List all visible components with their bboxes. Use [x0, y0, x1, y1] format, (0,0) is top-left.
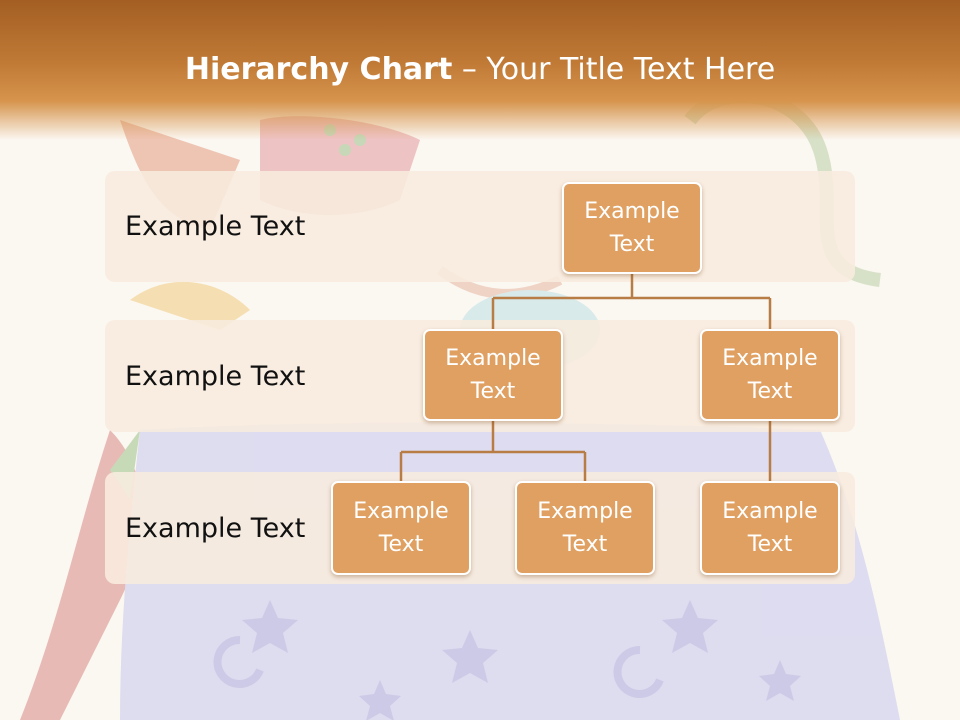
title-rest: Your Title Text Here	[486, 52, 776, 87]
level-label-2: Example Text	[125, 361, 306, 392]
level-label-3: Example Text	[125, 513, 306, 544]
node-level2-right[interactable]: Example Text	[700, 329, 840, 421]
node-level3-b[interactable]: Example Text	[515, 481, 655, 575]
title-bar	[0, 0, 960, 140]
node-root[interactable]: Example Text	[562, 182, 702, 274]
title-bold: Hierarchy Chart	[184, 52, 453, 87]
slide-title: Hierarchy Chart – Your Title Text Here	[0, 52, 960, 87]
level-label-1: Example Text	[125, 211, 306, 242]
level-band-1: Example Text	[105, 171, 855, 282]
node-level3-a[interactable]: Example Text	[331, 481, 471, 575]
node-level2-left[interactable]: Example Text	[423, 329, 563, 421]
title-separator: –	[452, 52, 487, 87]
node-level3-c[interactable]: Example Text	[700, 481, 840, 575]
